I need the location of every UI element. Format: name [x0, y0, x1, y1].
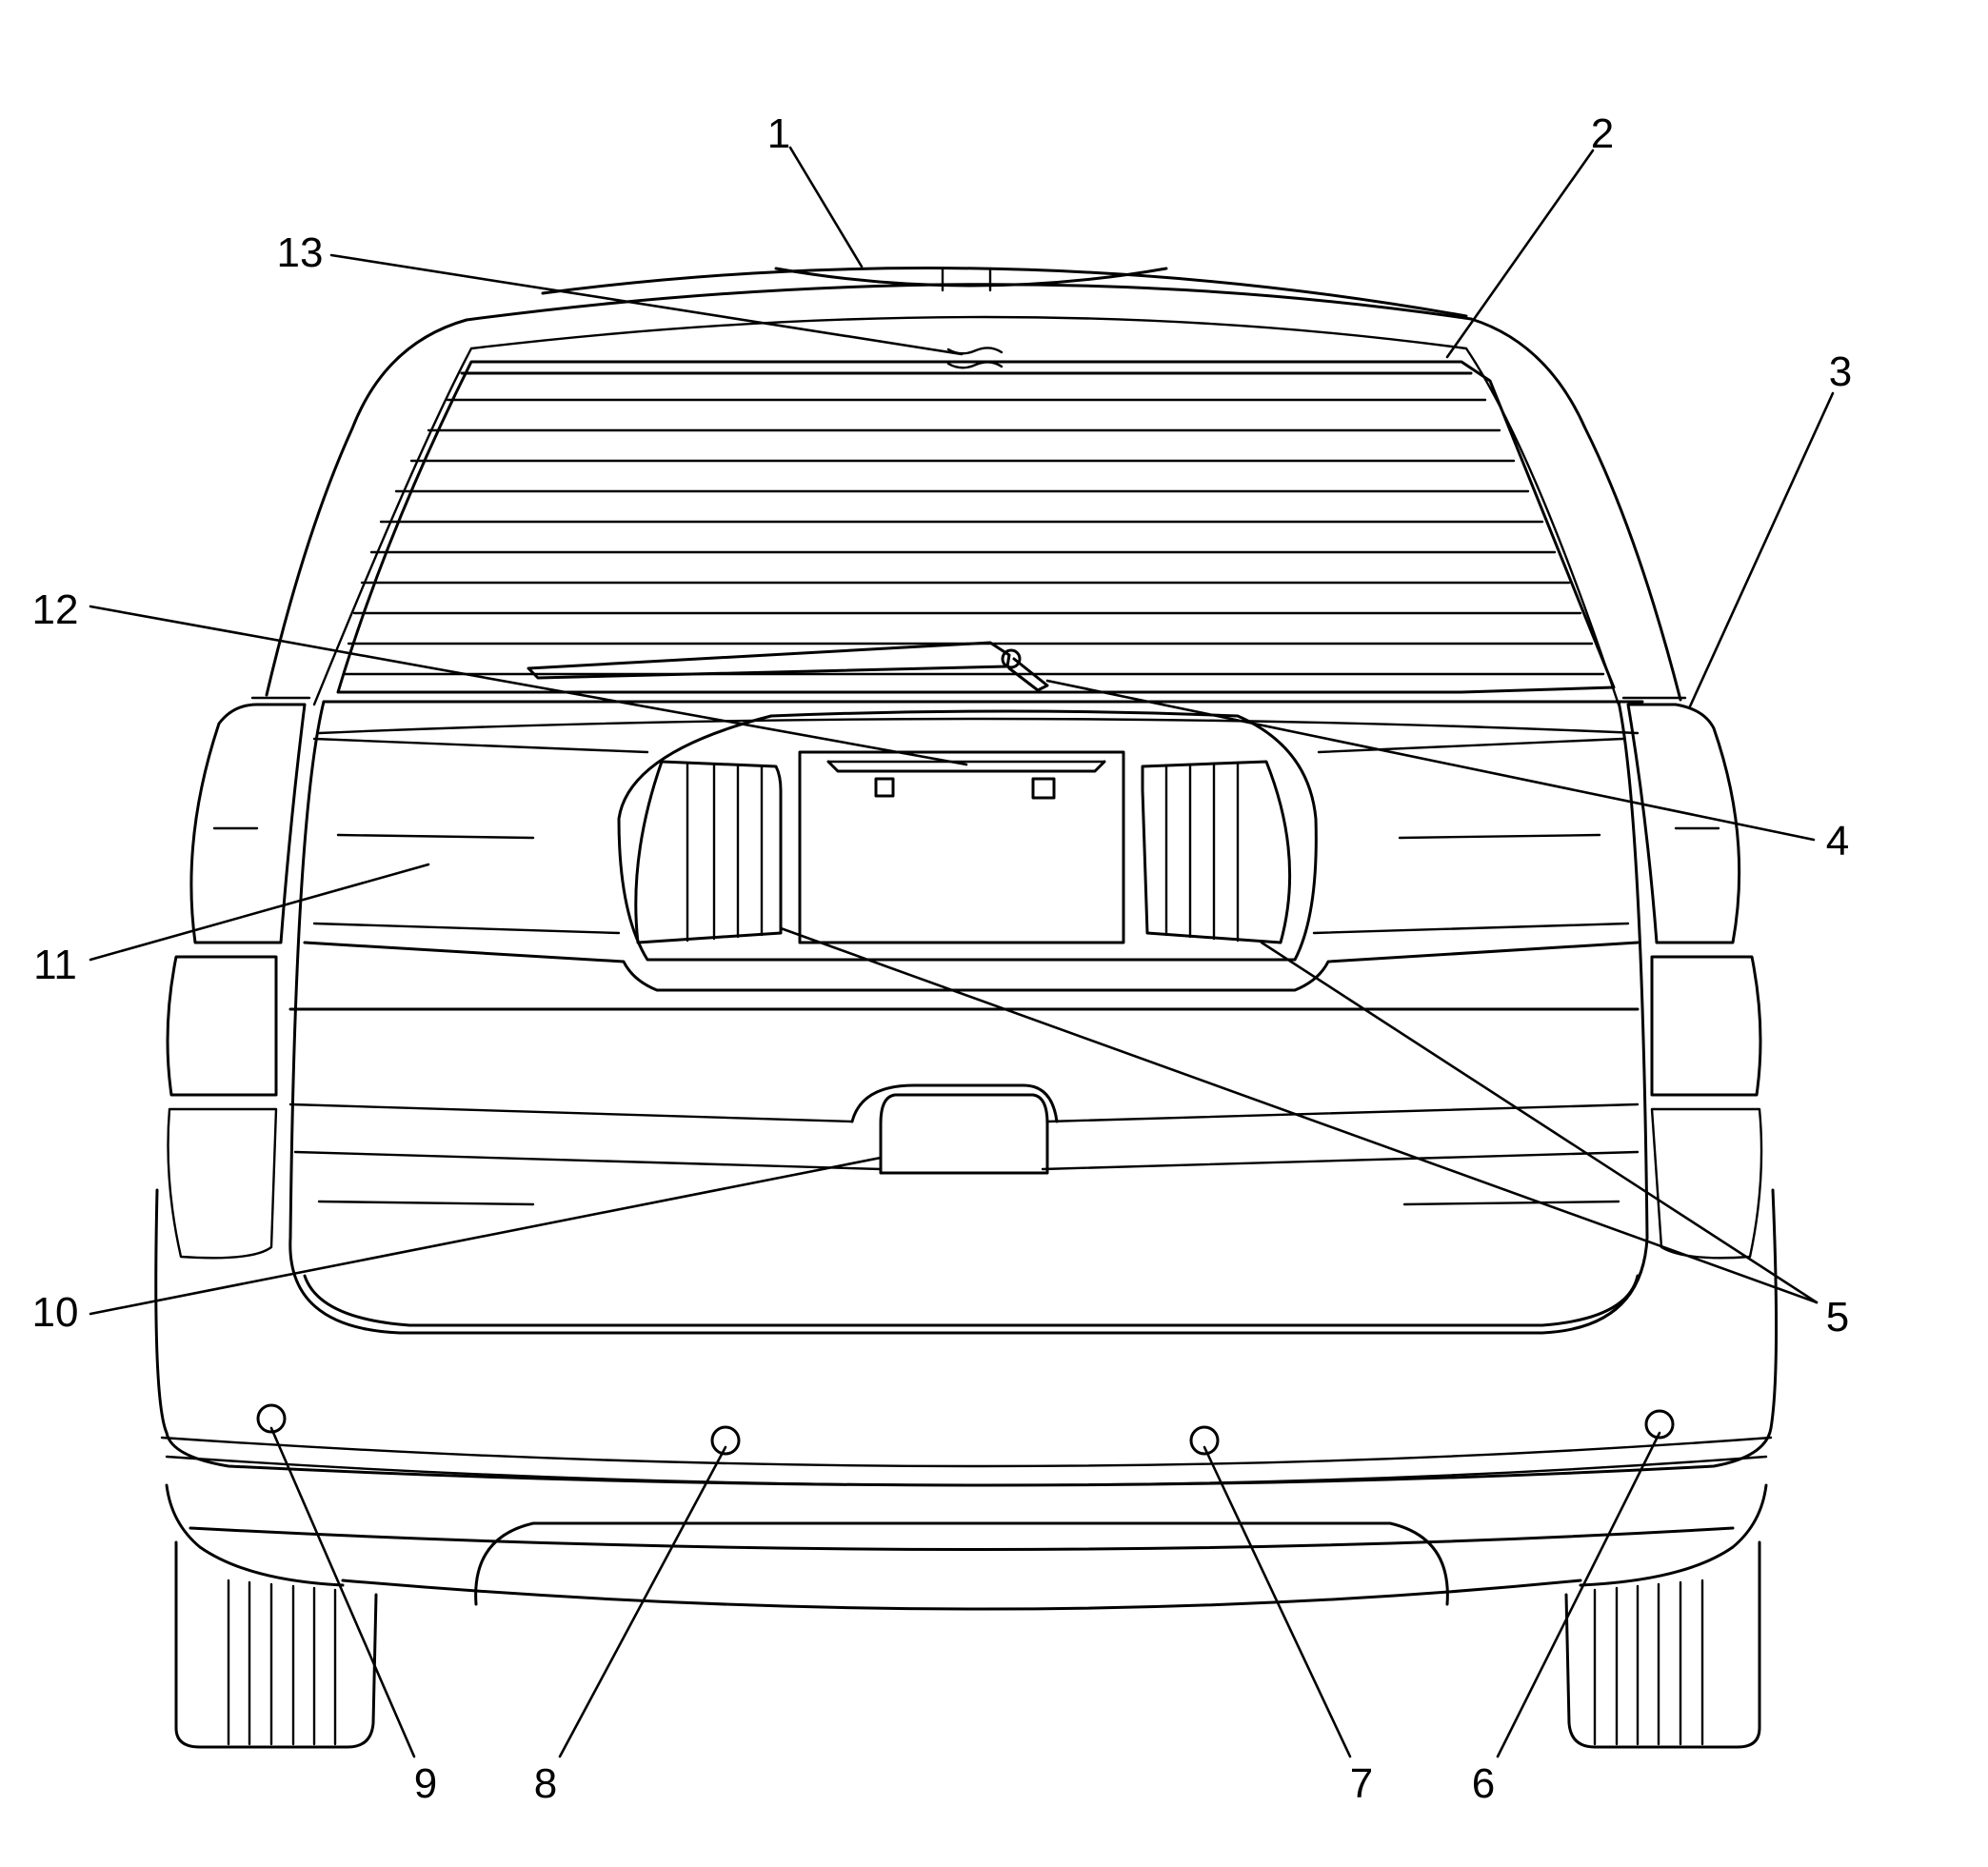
sensor-outer-left: [256, 1403, 287, 1434]
park-assist-sensors: [256, 1403, 1675, 1456]
callout-3: 3: [1829, 348, 1852, 395]
tail-lamp-left: [166, 696, 311, 1260]
leader-11: [89, 863, 430, 962]
callout-11: 11: [33, 942, 77, 988]
sensor-inner-left: [710, 1425, 741, 1456]
leader-4: [1045, 679, 1816, 842]
liftgate-upper-panel: [288, 700, 1649, 1335]
sensor-outer-right: [1644, 1409, 1675, 1440]
leader-10: [89, 1156, 883, 1316]
leader-2: [1445, 149, 1595, 359]
callout-13: 13: [277, 229, 324, 276]
leader-5b: [1260, 941, 1819, 1304]
callout-8: 8: [534, 1760, 557, 1807]
callout-6: 6: [1472, 1760, 1495, 1807]
callout-9: 9: [414, 1760, 437, 1807]
leader-lines: [89, 146, 1835, 1758]
callout-7: 7: [1350, 1760, 1373, 1807]
callout-5: 5: [1826, 1294, 1849, 1341]
rear-wiper-arm: [527, 641, 1049, 692]
leader-8: [558, 1445, 727, 1758]
center-high-mount-stop-lamp: [774, 267, 1168, 292]
rear-window-glass: [336, 347, 1616, 694]
leader-5a: [779, 926, 1819, 1304]
leader-12: [89, 605, 968, 766]
callout-10: 10: [32, 1289, 79, 1336]
leader-9: [269, 1426, 416, 1758]
leader-3: [1688, 391, 1835, 708]
callout-12: 12: [32, 586, 79, 633]
liftgate-lamp-left: [634, 760, 783, 944]
callout-4: 4: [1826, 818, 1849, 864]
tire-left: [174, 1540, 378, 1749]
license-plate-recess: [617, 709, 1318, 962]
tire-right: [1564, 1540, 1761, 1749]
leader-13: [329, 253, 964, 356]
sensor-inner-right: [1189, 1425, 1220, 1456]
rear-bumper: [154, 1188, 1779, 1611]
callout-2: 2: [1591, 110, 1614, 157]
liftgate-lower-section: [288, 1007, 1640, 1327]
leader-7: [1203, 1445, 1352, 1758]
callout-numbers: 1 2 3 4 5 6 7 8 9 10 11 12 13: [32, 110, 1853, 1807]
tail-lamp-right: [1621, 696, 1763, 1260]
callout-1: 1: [767, 110, 790, 157]
liftgate-lamp-right: [1141, 760, 1292, 944]
leader-6: [1496, 1431, 1661, 1758]
leader-1: [788, 146, 864, 268]
roof-and-pillars: [265, 267, 1682, 706]
